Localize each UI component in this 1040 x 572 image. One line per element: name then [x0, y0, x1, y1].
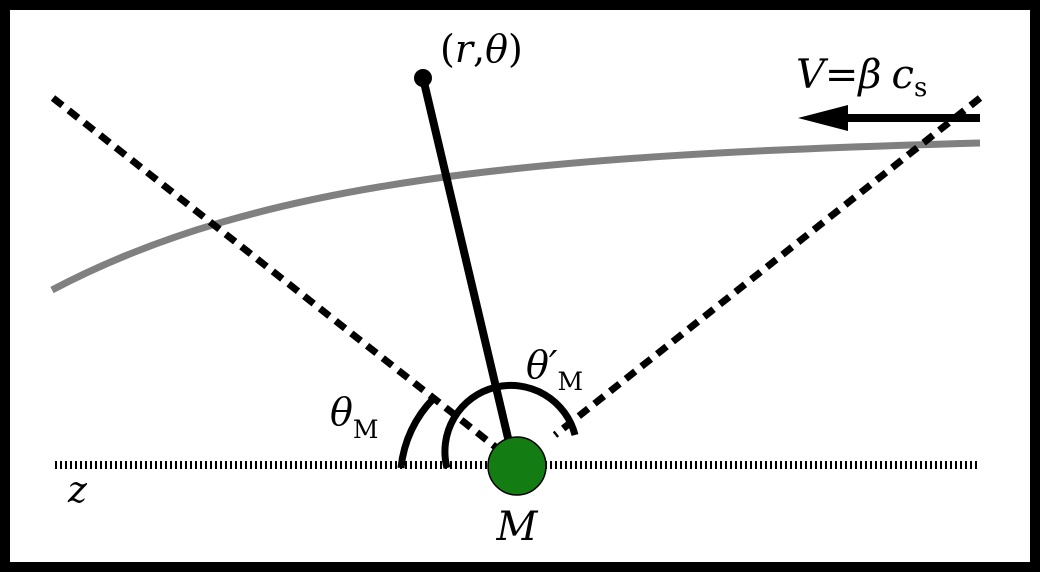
velocity-arrowhead	[798, 105, 848, 131]
field-point-dot	[414, 69, 432, 87]
radius-line	[419, 77, 516, 456]
z-axis-label: z	[67, 470, 88, 511]
point-label: (r,θ)	[440, 27, 523, 71]
theta-m-prime-label: θ′M	[526, 343, 583, 396]
theta-m-arc	[397, 395, 437, 469]
mass-circle	[487, 436, 547, 496]
grey-curve	[50, 139, 981, 294]
theta-m-label: θM	[330, 390, 379, 444]
mach-line-right	[552, 95, 983, 438]
mass-label: M	[496, 504, 539, 550]
